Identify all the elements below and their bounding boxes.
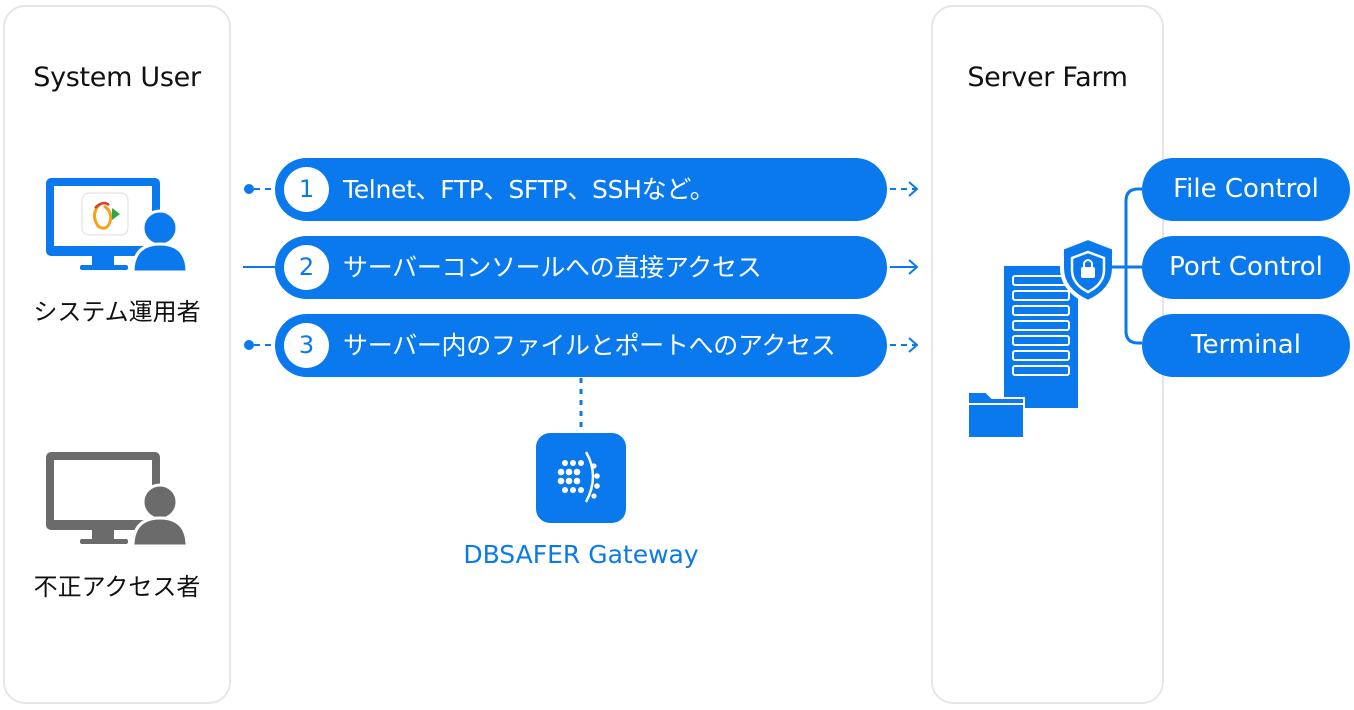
flow-3-pill: 3 サーバー内のファイルとポートへのアクセス <box>275 314 887 377</box>
control-branch <box>1110 187 1142 345</box>
terminal-pill: Terminal <box>1142 314 1350 377</box>
flow-3-number: 3 <box>284 323 329 368</box>
folder-icon <box>967 391 1025 439</box>
port-control-pill: Port Control <box>1142 236 1350 299</box>
flow-2-text: サーバーコンソールへの直接アクセス <box>343 253 762 282</box>
flow-2-pill: 2 サーバーコンソールへの直接アクセス <box>275 236 887 299</box>
system-user-panel: System User システム運用者 不正アクセス者 <box>3 5 231 704</box>
gateway-label: DBSAFER Gateway <box>463 540 699 569</box>
server-rack-icon <box>1004 266 1078 408</box>
flow-3-text: サーバー内のファイルとポートへのアクセス <box>343 331 836 360</box>
flow-2-connector <box>243 259 919 275</box>
dbsafer-logo-icon <box>557 451 600 503</box>
intruder-label: 不正アクセス者 <box>33 573 201 601</box>
flow-1-text: Telnet、FTP、SFTP、SSHなど。 <box>343 175 715 204</box>
system-user-title: System User <box>33 62 201 93</box>
file-control-pill: File Control <box>1142 158 1350 221</box>
flow-1-pill: 1 Telnet、FTP、SFTP、SSHなど。 <box>275 158 887 221</box>
flow-1-connector <box>244 181 919 197</box>
intruder-monitor-icon <box>46 452 160 544</box>
flow-1-number: 1 <box>284 167 329 212</box>
server-farm-title: Server Farm <box>967 62 1128 93</box>
flow-3-connector <box>244 337 919 353</box>
operator-user-icon <box>131 209 189 274</box>
intruder-user-icon <box>131 483 189 548</box>
app-logo-icon <box>81 192 129 236</box>
flow-2-number: 2 <box>284 245 329 290</box>
shield-lock-icon <box>1060 235 1116 305</box>
operator-label: システム運用者 <box>33 298 201 326</box>
